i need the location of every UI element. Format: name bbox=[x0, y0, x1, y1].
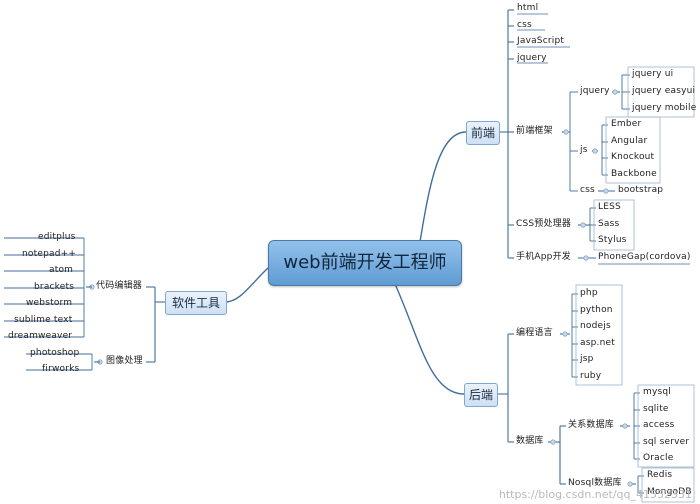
leaf-access[interactable]: access bbox=[643, 420, 675, 430]
node-languages[interactable]: 编程语言 bbox=[516, 328, 553, 338]
wire-root-backend bbox=[394, 283, 465, 395]
node-relational-db[interactable]: 关系数据库 bbox=[568, 420, 615, 430]
leaf-photoshop[interactable]: photoshop bbox=[30, 348, 80, 358]
leaf-css[interactable]: css bbox=[517, 20, 532, 30]
node-code-editors[interactable]: 代码编辑器 bbox=[96, 281, 143, 291]
watermark: https://blog.csdn.net/qq_41552331 bbox=[498, 488, 692, 501]
node-fw-js[interactable]: js bbox=[580, 145, 588, 155]
dot-lang bbox=[562, 331, 568, 337]
leaf-aspnet[interactable]: asp.net bbox=[580, 338, 615, 348]
leaf-php[interactable]: php bbox=[580, 288, 598, 298]
box-nosql bbox=[641, 467, 695, 503]
node-frontend[interactable]: 前端 bbox=[466, 121, 500, 145]
leaf-webstorm[interactable]: webstorm bbox=[26, 298, 73, 308]
leaf-nodejs[interactable]: nodejs bbox=[580, 321, 611, 331]
node-tools[interactable]: 软件工具 bbox=[165, 291, 227, 315]
dot-nosql bbox=[627, 481, 633, 487]
leaf-editplus[interactable]: editplus bbox=[38, 232, 76, 242]
leaf-atom[interactable]: atom bbox=[49, 265, 74, 275]
node-fw-css[interactable]: css bbox=[580, 185, 595, 195]
dot-mobile bbox=[583, 255, 589, 261]
leaf-brackets[interactable]: brackets bbox=[34, 282, 75, 292]
node-css-preprocessors[interactable]: CSS预处理器 bbox=[516, 219, 572, 229]
box-lang bbox=[575, 284, 623, 386]
leaf-sql-server[interactable]: sql server bbox=[643, 437, 690, 447]
leaf-bootstrap[interactable]: bootstrap bbox=[618, 185, 664, 195]
wire-root-frontend bbox=[419, 131, 467, 243]
leaf-jsp[interactable]: jsp bbox=[580, 354, 594, 364]
leaf-knockout[interactable]: Knockout bbox=[611, 152, 655, 162]
dot-fwcss bbox=[603, 188, 609, 194]
leaf-mysql[interactable]: mysql bbox=[643, 387, 671, 397]
leaf-redis[interactable]: Redis bbox=[647, 470, 673, 480]
node-databases[interactable]: 数据库 bbox=[516, 436, 544, 446]
dot-pre bbox=[580, 222, 586, 228]
leaf-ruby[interactable]: ruby bbox=[580, 371, 602, 381]
leaf-python[interactable]: python bbox=[580, 305, 613, 315]
node-image-processing[interactable]: 图像处理 bbox=[106, 356, 143, 366]
leaf-dreamweaver[interactable]: dreamweaver bbox=[8, 331, 73, 341]
box-fwjs bbox=[605, 116, 661, 184]
leaf-notepadpp[interactable]: notepad++ bbox=[22, 249, 77, 259]
dot-fwjq bbox=[612, 89, 618, 95]
node-nosql-db[interactable]: Nosql数据库 bbox=[568, 478, 622, 488]
leaf-mongodb[interactable]: MongoDB bbox=[647, 487, 692, 497]
leaf-oracle[interactable]: Oracle bbox=[643, 453, 674, 463]
leaf-jquery-mobile[interactable]: jquery mobile bbox=[632, 103, 697, 113]
leaf-jquery-easyui[interactable]: jquery easyui bbox=[632, 86, 696, 96]
leaf-firworks[interactable]: firworks bbox=[42, 364, 80, 374]
leaf-sublime-text[interactable]: sublime text bbox=[14, 315, 73, 325]
dot-rel bbox=[622, 423, 628, 429]
root-node[interactable]: web前端开发工程师 bbox=[268, 240, 462, 286]
leaf-less[interactable]: LESS bbox=[598, 202, 621, 212]
node-frontend-frameworks[interactable]: 前端框架 bbox=[516, 126, 553, 136]
leaf-html[interactable]: html bbox=[517, 3, 539, 13]
dot-fw bbox=[563, 129, 569, 135]
leaf-angular[interactable]: Angular bbox=[611, 136, 648, 146]
leaf-stylus[interactable]: Stylus bbox=[598, 235, 627, 245]
node-mobile-app[interactable]: 手机App开发 bbox=[516, 252, 571, 262]
leaf-sqlite[interactable]: sqlite bbox=[643, 404, 669, 414]
leaf-sass[interactable]: Sass bbox=[598, 219, 620, 229]
node-backend[interactable]: 后端 bbox=[464, 383, 498, 407]
box-pre bbox=[593, 199, 635, 251]
box-fwjq bbox=[627, 66, 695, 118]
wire-root-tools bbox=[224, 267, 269, 303]
leaf-phonegap[interactable]: PhoneGap(cordova) bbox=[598, 252, 691, 262]
leaf-backbone[interactable]: Backbone bbox=[611, 169, 657, 179]
leaf-javascript[interactable]: JavaScript bbox=[517, 36, 565, 46]
dot-db bbox=[550, 439, 556, 445]
leaf-ember[interactable]: Ember bbox=[611, 119, 642, 129]
node-fw-jquery[interactable]: jquery bbox=[580, 86, 610, 96]
box-rel bbox=[637, 384, 695, 468]
leaf-jquery[interactable]: jquery bbox=[517, 53, 547, 63]
leaf-jquery-ui[interactable]: jquery ui bbox=[632, 69, 674, 79]
dot-fwjs bbox=[592, 148, 598, 154]
